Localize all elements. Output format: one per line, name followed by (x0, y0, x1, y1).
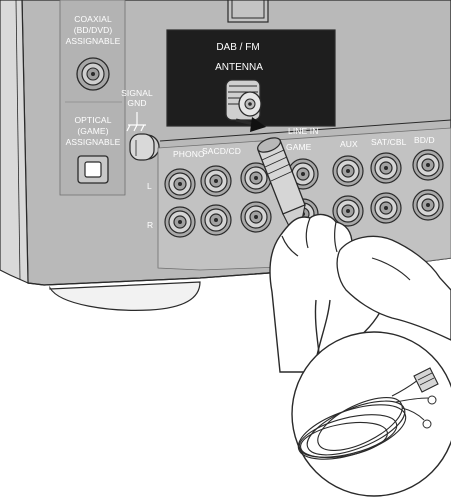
antenna-label: ANTENNA (215, 62, 263, 73)
coaxial-label-line2: (BD/DVD) (74, 25, 113, 35)
input-label-game: GAME (286, 142, 312, 152)
optical-jack (78, 156, 108, 183)
rca-jack-sat-cbl-right (371, 193, 401, 223)
rca-jack-phono-right (165, 207, 195, 237)
rca-jack-aux-left (333, 156, 363, 186)
dab-fm-label: DAB / FM (216, 42, 259, 53)
input-label-aux: AUX (340, 139, 358, 149)
rca-jack-aux-right (333, 196, 363, 226)
input-label-bd-d: BD/D (414, 135, 435, 145)
input-label-sat-cbl: SAT/CBL (371, 137, 407, 147)
coaxial-label-line3: ASSIGNABLE (66, 36, 121, 46)
ground-terminal (130, 134, 159, 160)
optical-label-line3: ASSIGNABLE (66, 137, 121, 147)
rca-jack-sacd-cd-left (201, 166, 231, 196)
line-in-label: LINE IN (288, 126, 318, 136)
channel-left-label: L (147, 181, 152, 191)
rca-jack-phono-left (165, 169, 195, 199)
rca-jack-bd-d-right (413, 190, 443, 220)
antenna-jack (226, 80, 261, 120)
rca-jack-sat-cbl-left (371, 153, 401, 183)
input-label-sacd-cd: SACD/CD (202, 146, 241, 156)
input-label-phono: PHONO (173, 149, 205, 159)
receiver-foot (50, 282, 200, 310)
coaxial-jack (77, 58, 109, 90)
optical-label-line1: OPTICAL (74, 115, 111, 125)
rca-jack-bd-d-left (413, 150, 443, 180)
optical-label-line2: (GAME) (77, 126, 108, 136)
signal-gnd-label-line2: GND (127, 98, 146, 108)
channel-right-label: R (147, 220, 153, 230)
rca-jack-sacd-cd-right (201, 205, 231, 235)
antenna-cable-inset (292, 332, 451, 496)
signal-gnd-label-line1: SIGNAL (121, 88, 153, 98)
rca-jack-game-right (241, 202, 271, 232)
coaxial-label-line1: COAXIAL (74, 14, 112, 24)
